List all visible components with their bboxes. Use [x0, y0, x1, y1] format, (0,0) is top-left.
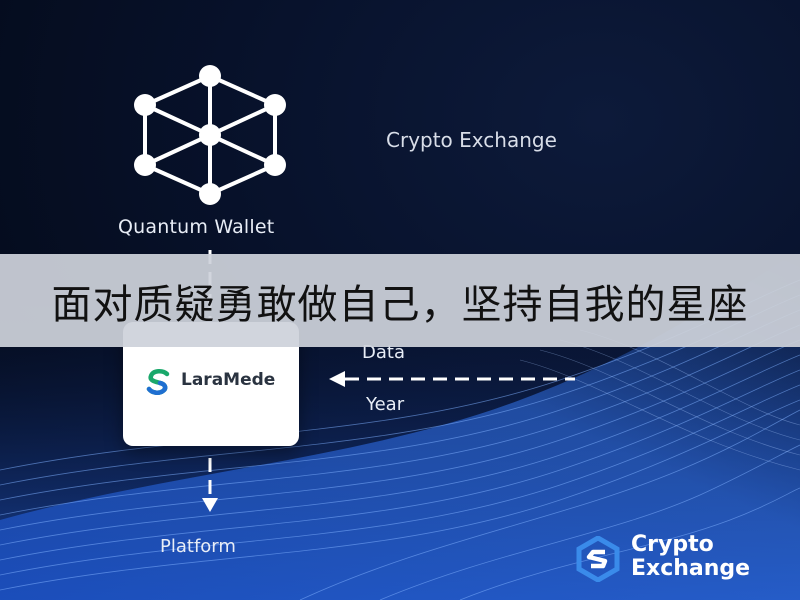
platform-label: Platform: [160, 536, 236, 557]
laramede-label: LaraMede: [181, 370, 276, 390]
hexagon-s-logo-icon: [576, 536, 620, 582]
brand-line-crypto: Crypto: [631, 532, 714, 557]
arrow-down-icon: [202, 498, 218, 512]
cube-network-icon: [134, 65, 286, 205]
brand-line-exchange: Exchange: [631, 556, 751, 581]
data-flow-label: Data: [362, 342, 405, 363]
caption-banner: 面对质疑勇敢做自己，坚持自我的星座: [0, 254, 800, 347]
arrow-left-icon: [329, 371, 345, 387]
crypto-exchange-label: Crypto Exchange: [386, 128, 557, 152]
caption-text: 面对质疑勇敢做自己，坚持自我的星座: [51, 281, 749, 328]
quantum-wallet-label: Quantum Wallet: [118, 216, 275, 238]
crypto-exchange-brand-logo: Crypto Exchange: [575, 532, 775, 584]
s-logo-icon: [146, 369, 170, 395]
year-flow-label: Year: [366, 394, 405, 415]
